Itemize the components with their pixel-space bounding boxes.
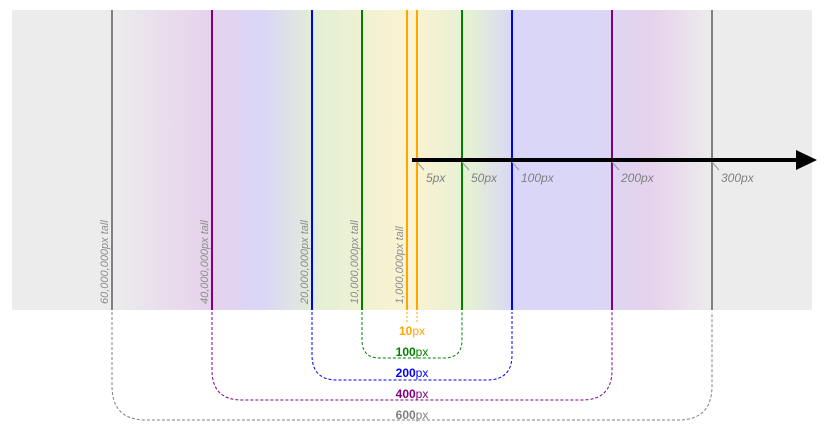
tick-label-200: 200px — [620, 171, 655, 185]
height-label-20m: 20,000,000px tall — [299, 220, 311, 305]
width-label-400: 400px — [396, 387, 429, 401]
height-label-1m: 1,000,000px tall — [394, 226, 406, 304]
bracket-10 — [406, 312, 418, 322]
tick-mark-5 — [416, 161, 425, 171]
height-label-60m: 60,000,000px tall — [99, 220, 111, 304]
bracket-100 — [361, 312, 463, 359]
width-label-10: 10px — [399, 324, 425, 338]
height-label-40m: 40,000,000px tall — [199, 220, 211, 304]
bracket-600 — [111, 312, 713, 421]
tick-label-5: 5px — [426, 171, 446, 185]
tick-label-300: 300px — [721, 171, 755, 185]
color-band-left — [112, 10, 412, 310]
tick-mark-200 — [611, 161, 620, 171]
tick-label-50: 50px — [471, 171, 498, 185]
tick-mark-300 — [711, 161, 720, 171]
width-label-600: 600px — [396, 408, 429, 422]
tick-label-100: 100px — [521, 171, 555, 185]
axis-arrow-head — [796, 150, 817, 170]
width-label-200: 200px — [396, 366, 429, 380]
width-label-100: 100px — [396, 345, 429, 359]
tick-mark-100 — [511, 161, 520, 171]
tick-mark-50 — [461, 161, 470, 171]
bracket-400 — [211, 312, 613, 401]
height-label-10m: 10,000,000px tall — [349, 220, 361, 304]
